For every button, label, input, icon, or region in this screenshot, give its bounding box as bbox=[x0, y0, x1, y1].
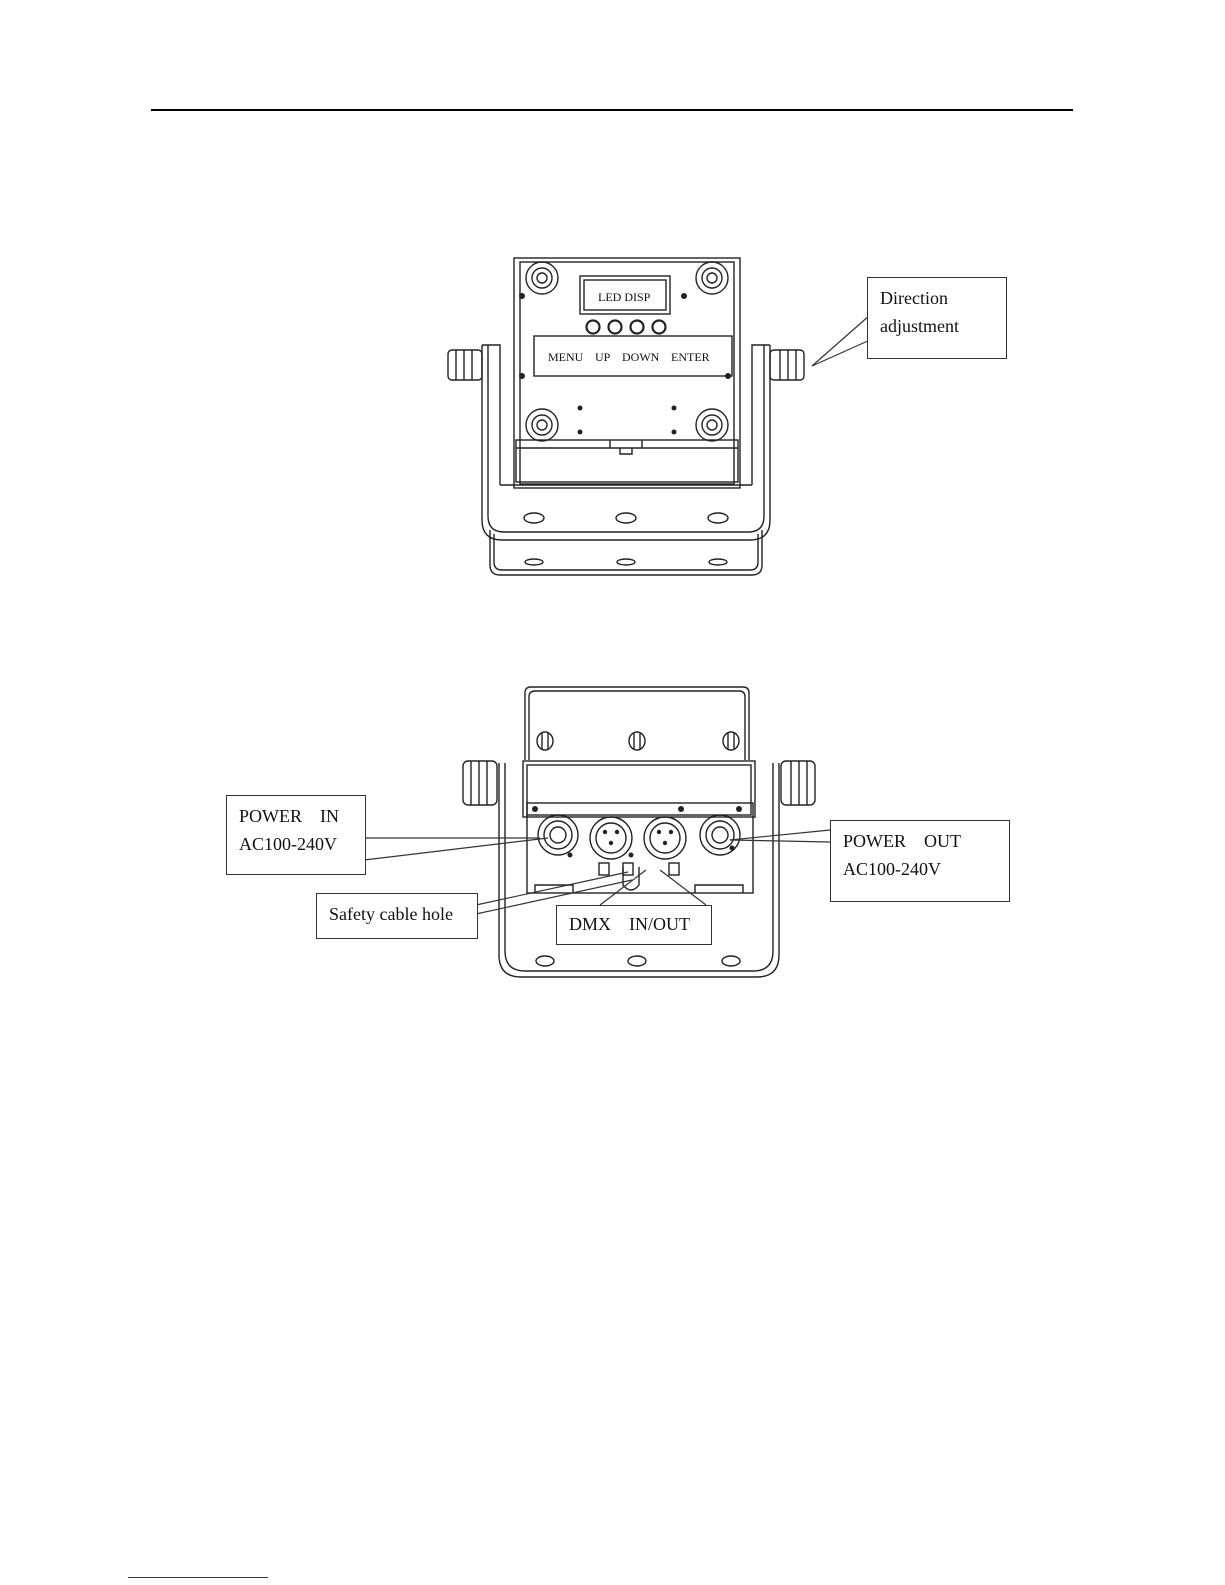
callout-power-out-line2: AC100-240V bbox=[843, 855, 997, 883]
callout-power-in-line1: POWER IN bbox=[239, 802, 353, 830]
callout-dmx-in-out: DMX IN/OUT bbox=[556, 905, 712, 945]
callout-power-in-line2: AC100-240V bbox=[239, 830, 353, 858]
callout-dmx-text: DMX IN/OUT bbox=[569, 910, 699, 938]
callout-power-out: POWER OUT AC100-240V bbox=[830, 820, 1010, 902]
callout-safety-cable-hole: Safety cable hole bbox=[316, 893, 478, 939]
callout-power-in: POWER IN AC100-240V bbox=[226, 795, 366, 875]
callout-power-out-line1: POWER OUT bbox=[843, 827, 997, 855]
footer-rule bbox=[128, 1577, 268, 1578]
callout-safety-text: Safety cable hole bbox=[329, 900, 465, 928]
